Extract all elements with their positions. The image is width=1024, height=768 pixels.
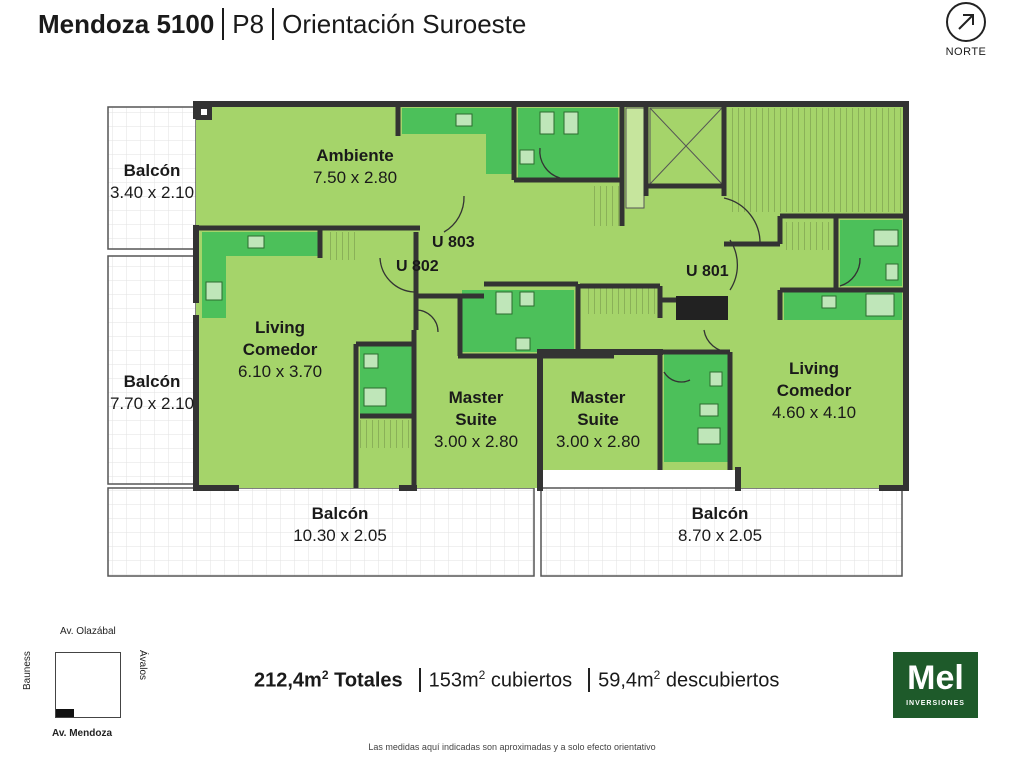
- logo-sub-text: INVERSIONES: [906, 700, 965, 707]
- room-master-left: Master Suite 3.00 x 2.80: [418, 387, 534, 453]
- room-living-left: Living Comedor 6.10 x 3.70: [220, 317, 340, 383]
- street-right: Ávalos: [137, 650, 148, 681]
- room-master-right: Master Suite 3.00 x 2.80: [540, 387, 656, 453]
- north-label: NORTE: [945, 46, 987, 58]
- room-name: Balcón: [123, 372, 181, 391]
- uncovered-area: 59,4m2 descubiertos: [598, 668, 780, 692]
- mel-inversiones-logo: Mel INVERSIONES: [893, 652, 978, 718]
- room-dimensions: 7.50 x 2.80: [312, 168, 398, 187]
- logo-main-text: Mel: [907, 659, 964, 697]
- north-arrow-icon: [946, 2, 986, 42]
- location-map: [55, 652, 121, 718]
- street-left: Bauness: [22, 651, 33, 690]
- building-location-marker: [56, 709, 74, 717]
- room-name: Living: [788, 359, 840, 378]
- room-name: Ambiente: [316, 146, 394, 165]
- room-name: Living: [254, 318, 306, 337]
- stairwell: [728, 108, 902, 212]
- room-dimensions: 8.70 x 2.05: [677, 526, 763, 545]
- header-separator: [222, 8, 225, 40]
- building-title: Mendoza 5100: [38, 8, 215, 39]
- room-ambiente: Ambiente 7.50 x 2.80: [290, 145, 420, 189]
- room-dimensions: 4.60 x 4.10: [771, 403, 857, 422]
- disclaimer-text: Las medidas aquí indicadas son aproximad…: [368, 742, 656, 752]
- room-dimensions: 3.00 x 2.80: [555, 432, 641, 451]
- room-balcon-bottom-left: Balcón 10.30 x 2.05: [260, 503, 420, 547]
- room-name: Suite: [577, 410, 619, 429]
- room-name: Comedor: [776, 381, 852, 400]
- balcony-bottom-left: [107, 487, 535, 577]
- balcony-left: [107, 255, 197, 485]
- room-dimensions: 10.30 x 2.05: [293, 526, 387, 545]
- totals-separator: [418, 668, 421, 693]
- room-name: Balcón: [691, 504, 749, 523]
- room-name: Comedor: [242, 340, 318, 359]
- street-bottom: Av. Mendoza: [52, 728, 113, 739]
- room-name: Master: [448, 388, 504, 407]
- room-dimensions: 6.10 x 3.70: [237, 362, 323, 381]
- room-name: Balcón: [123, 161, 181, 180]
- covered-area: 153m2 cubiertos: [428, 668, 573, 692]
- room-name: Suite: [455, 410, 497, 429]
- orientation-label: Orientación Suroeste: [282, 8, 527, 39]
- room-dimensions: 3.00 x 2.80: [433, 432, 519, 451]
- room-name: Master: [570, 388, 626, 407]
- north-compass: NORTE: [938, 2, 994, 58]
- unit-label-803: U 803: [432, 234, 475, 251]
- total-area: 212,4m2 Totales: [254, 668, 403, 692]
- room-name: Balcón: [311, 504, 369, 523]
- room-dimensions: 3.40 x 2.10: [109, 183, 195, 202]
- unit-label-802: U 802: [396, 258, 439, 275]
- plan-header: Mendoza 5100 P8 Orientación Suroeste: [38, 8, 526, 40]
- balcony-bottom-right: [540, 487, 903, 577]
- room-living-right: Living Comedor 4.60 x 4.10: [756, 358, 872, 424]
- room-balcon-bottom-right: Balcón 8.70 x 2.05: [640, 503, 800, 547]
- area-totals: 212,4m2 Totales 153m2 cubiertos 59,4m2 d…: [254, 668, 779, 693]
- totals-separator: [588, 668, 591, 693]
- unit-label-801: U 801: [686, 263, 729, 280]
- street-top: Av. Olazábal: [60, 626, 116, 637]
- room-dimensions: 7.70 x 2.10: [109, 394, 195, 413]
- room-balcon-left: Balcón 7.70 x 2.10: [108, 371, 196, 415]
- header-separator: [272, 8, 275, 40]
- floor-label: P8: [232, 8, 265, 39]
- room-balcon-top-left: Balcón 3.40 x 2.10: [108, 160, 196, 204]
